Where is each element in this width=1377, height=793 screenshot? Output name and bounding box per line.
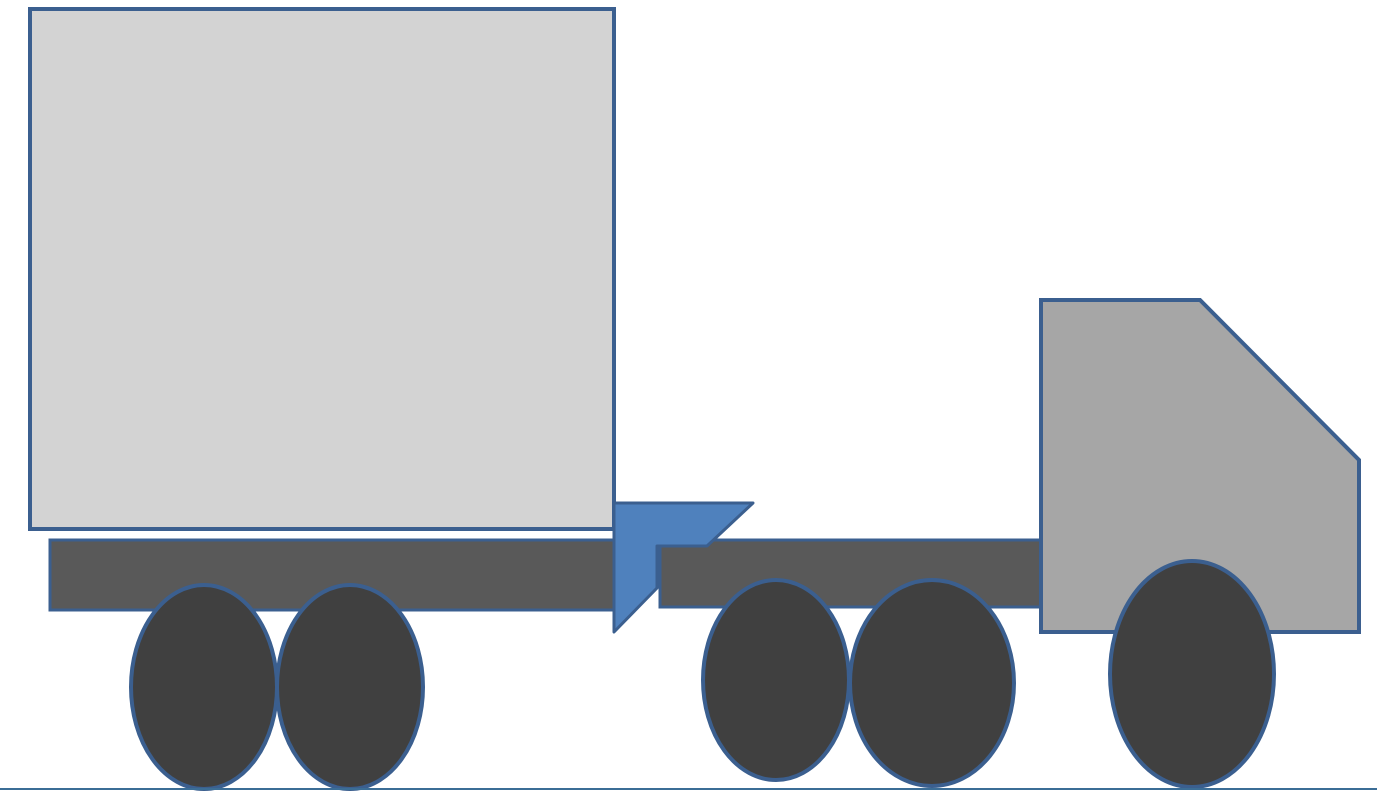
trailer-wheel-1 <box>131 585 277 789</box>
tractor-rear-wheel-2 <box>850 580 1014 786</box>
tractor-front-wheel <box>1110 561 1274 787</box>
trailer-cargo-box <box>30 9 614 529</box>
trailer-wheel-2 <box>277 585 423 789</box>
tractor-rear-wheel-1 <box>703 580 849 780</box>
tractor-frame <box>660 540 1044 607</box>
